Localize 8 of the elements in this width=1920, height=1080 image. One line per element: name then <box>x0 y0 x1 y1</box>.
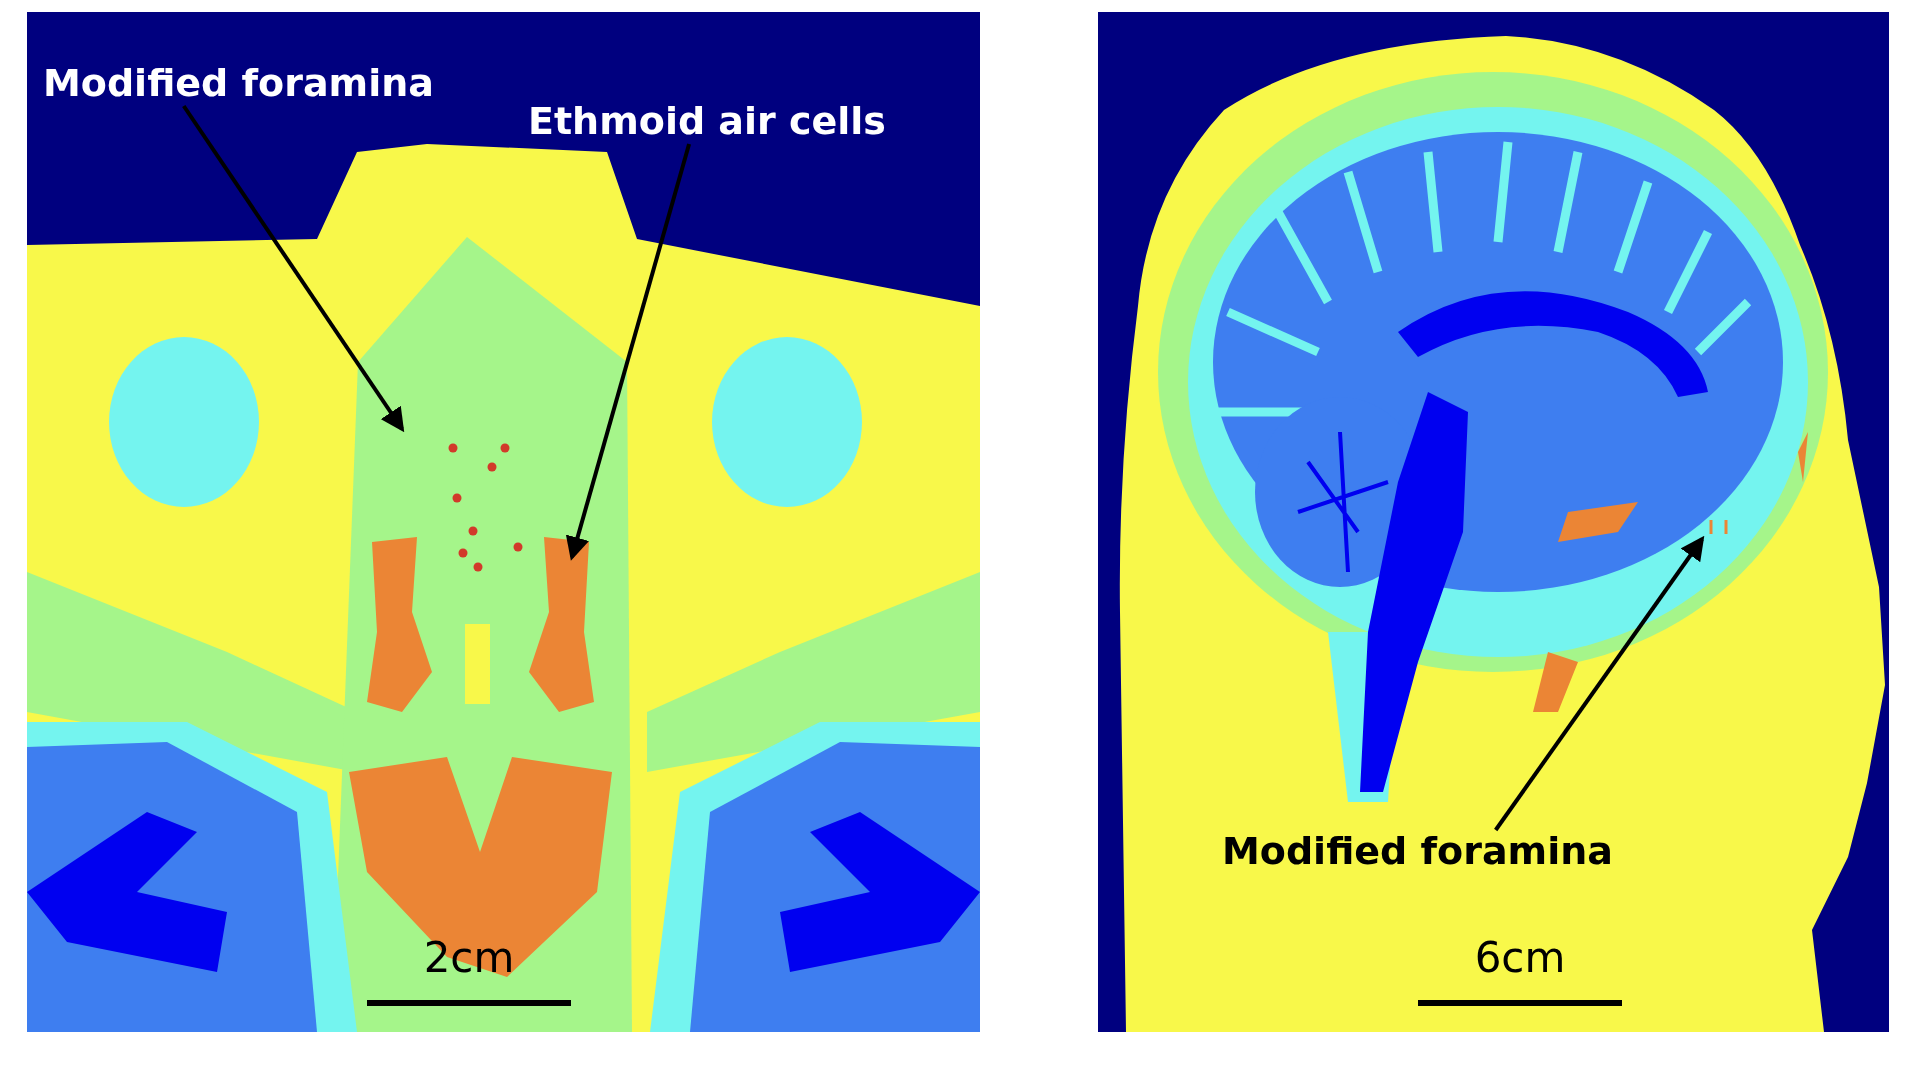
scale-label: 6cm <box>1474 935 1566 982</box>
callout-label: Modified foramina <box>1222 830 1613 874</box>
arrow <box>182 104 405 433</box>
arrow <box>1494 535 1705 832</box>
arrow <box>565 143 692 561</box>
callout-label: Modified foramina <box>43 62 434 106</box>
scale-label: 2cm <box>423 935 515 982</box>
callout-label: Ethmoid air cells <box>528 100 886 144</box>
